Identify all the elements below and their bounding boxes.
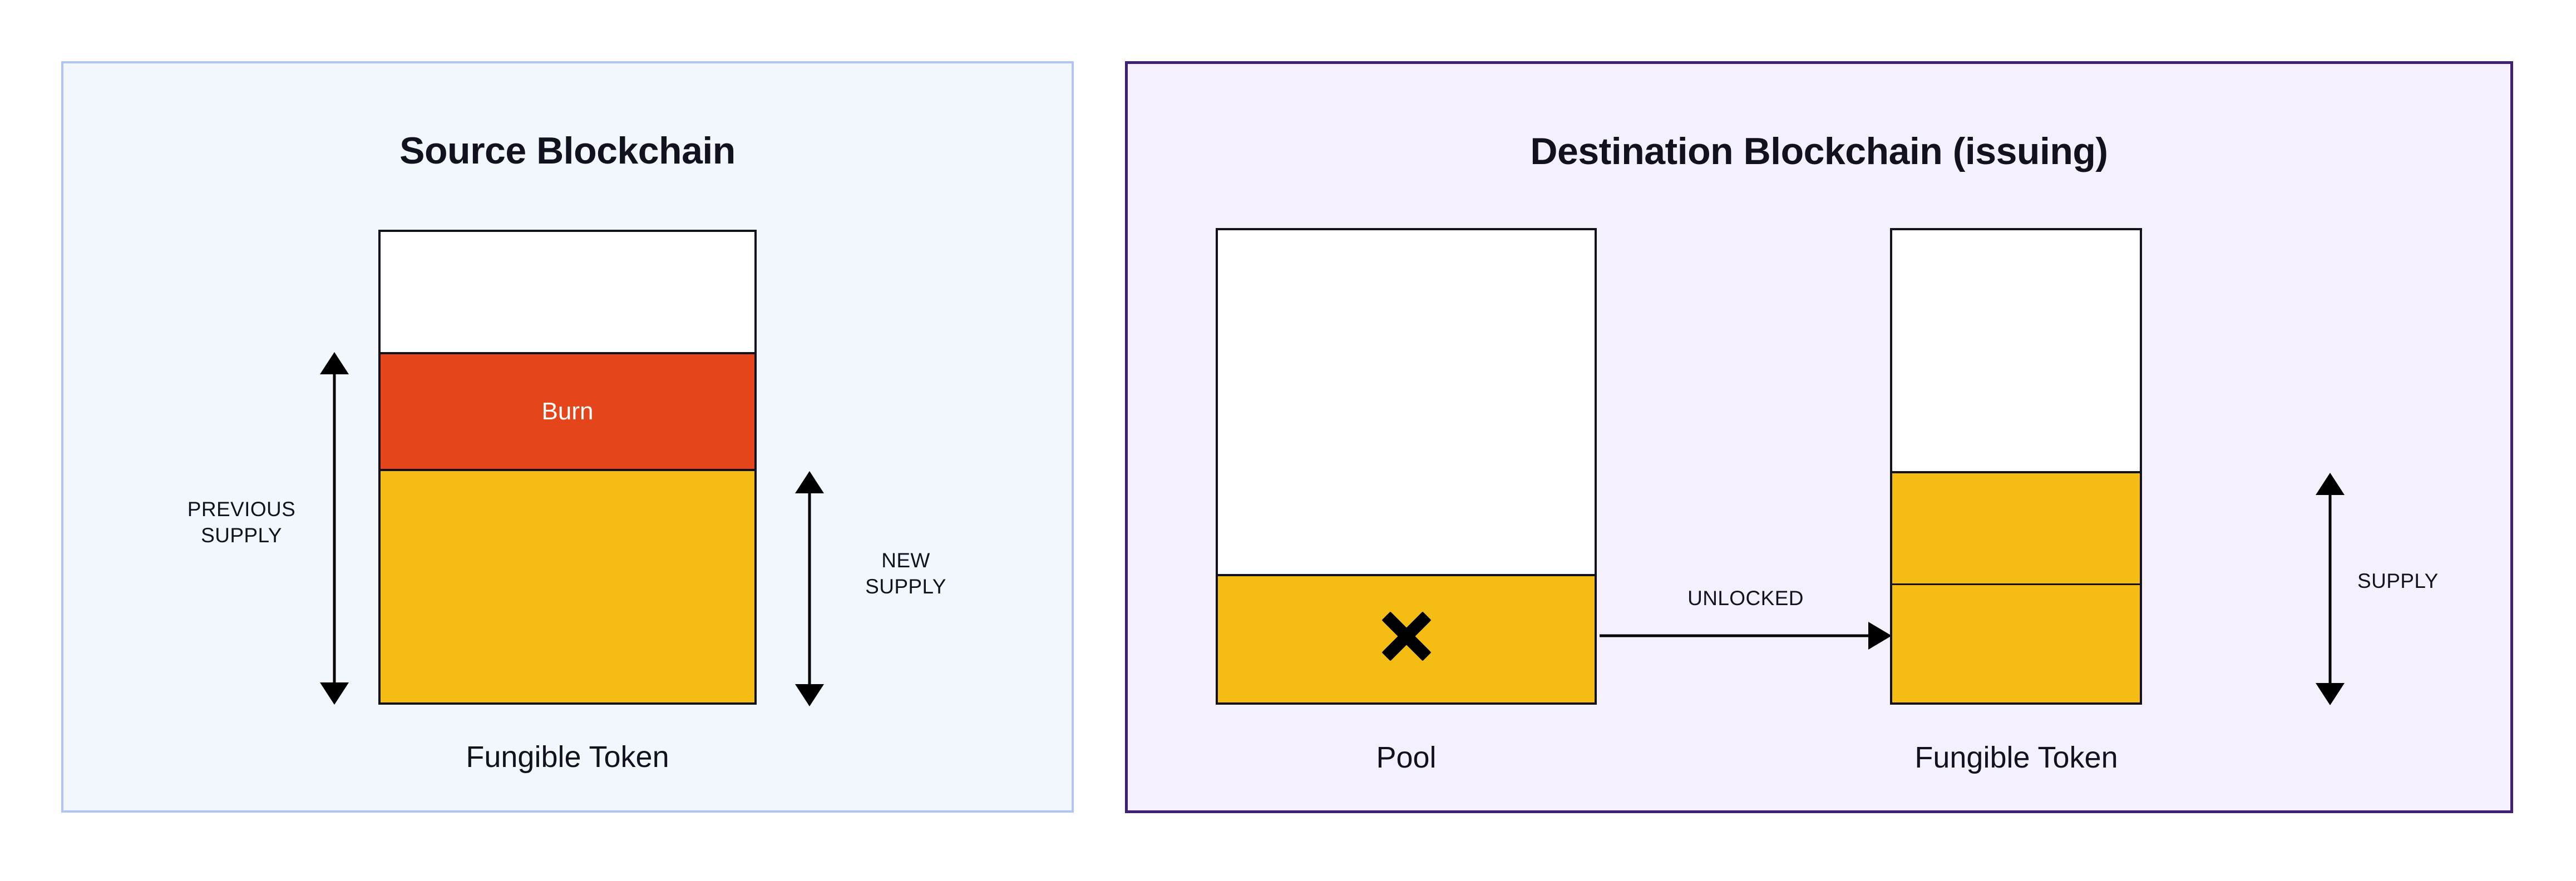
new-supply-label-line1: NEW [881, 549, 930, 572]
destination-blockchain-panel: Destination Blockchain (issuing) Pool UN… [1125, 61, 2513, 813]
measure-shaft [2328, 481, 2332, 697]
previous-supply-label-line1: PREVIOUS [187, 498, 296, 521]
bar-segment-remaining-supply [381, 471, 754, 702]
arrow-head-right-icon [1868, 622, 1892, 650]
source-blockchain-panel: Source Blockchain Burn Fungible Token PR… [61, 61, 1074, 813]
destination-supply-measure [2307, 473, 2353, 705]
destination-panel-title: Destination Blockchain (issuing) [1530, 130, 2108, 172]
source-panel-title: Source Blockchain [399, 130, 736, 172]
destination-supply-label: SUPPLY [2357, 570, 2439, 592]
flow-arrow-shaft [1600, 634, 1869, 637]
previous-supply-label-line2: SUPPLY [201, 524, 282, 547]
destination-token-caption: Fungible Token [1914, 741, 2118, 774]
source-token-caption: Fungible Token [466, 740, 669, 774]
measure-shaft [333, 360, 336, 697]
new-supply-label-line2: SUPPLY [865, 575, 946, 598]
destination-token-bar [1890, 228, 2142, 705]
measure-shaft [808, 479, 811, 699]
arrow-head-down-icon [795, 684, 824, 706]
arrow-head-down-icon [320, 682, 349, 705]
previous-supply-label: PREVIOUS SUPPLY [175, 496, 308, 549]
token-segment-minted [1892, 585, 2140, 702]
new-supply-measure [787, 471, 832, 706]
pool-caption: Pool [1376, 741, 1437, 774]
token-segment-existing [1892, 471, 2140, 585]
unlocked-flow-arrow [1600, 622, 1892, 650]
bar-segment-burn-label: Burn [541, 398, 594, 425]
pool-bar [1216, 228, 1597, 705]
bar-segment-burn: Burn [381, 352, 754, 471]
source-token-bar: Burn [378, 230, 757, 705]
unlocked-flow-label: UNLOCKED [1687, 587, 1804, 610]
new-supply-label: NEW SUPPLY [839, 547, 973, 600]
x-cross-icon [1380, 610, 1433, 663]
previous-supply-measure [312, 352, 357, 705]
arrow-head-down-icon [2316, 683, 2345, 705]
